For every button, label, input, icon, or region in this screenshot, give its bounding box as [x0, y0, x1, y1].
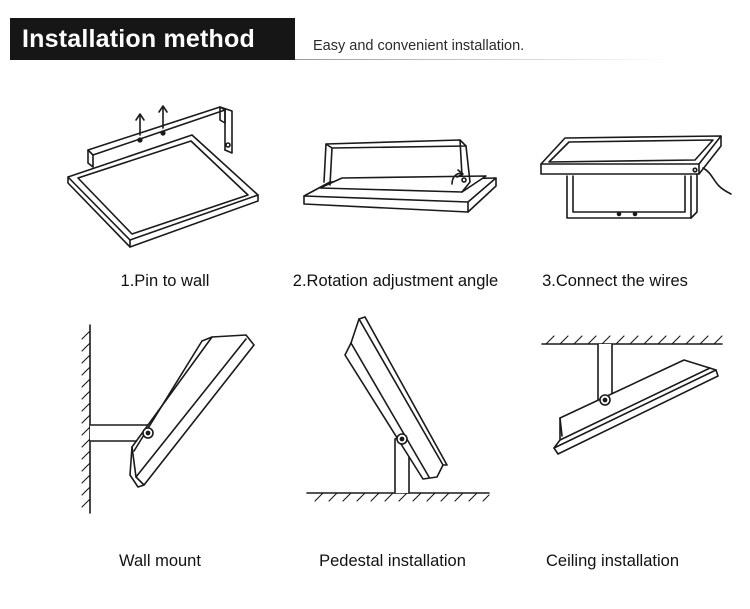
- step-label: 3.Connect the wires: [542, 272, 688, 290]
- step-label: Pedestal installation: [319, 552, 466, 570]
- step-wall-mount: [70, 324, 270, 515]
- step-connect-wires: [535, 128, 735, 228]
- pin-to-wall-icon: [67, 105, 259, 248]
- step-ceiling-install: [540, 330, 730, 460]
- step-label: 1.Pin to wall: [120, 272, 210, 290]
- section-header: Installation method Easy and convenient …: [10, 18, 670, 62]
- step-label: Ceiling installation: [546, 552, 679, 570]
- step-label: Wall mount: [119, 552, 201, 570]
- connect-wires-icon: [540, 135, 732, 219]
- wall-mount-icon: [81, 324, 255, 514]
- page-subtitle: Easy and convenient installation.: [313, 38, 525, 54]
- step-rotation-adjust: [300, 130, 500, 220]
- page-title: Installation method: [22, 25, 255, 53]
- step-pedestal-install: [305, 315, 495, 510]
- ceiling-install-icon: [541, 335, 723, 455]
- pedestal-install-icon: [306, 316, 490, 502]
- rotation-adjust-icon: [303, 139, 497, 213]
- header-title-tab: Installation method: [10, 18, 295, 60]
- step-label: 2.Rotation adjustment angle: [292, 272, 499, 290]
- step-pin-to-wall: [60, 95, 270, 255]
- header-divider: [295, 59, 670, 60]
